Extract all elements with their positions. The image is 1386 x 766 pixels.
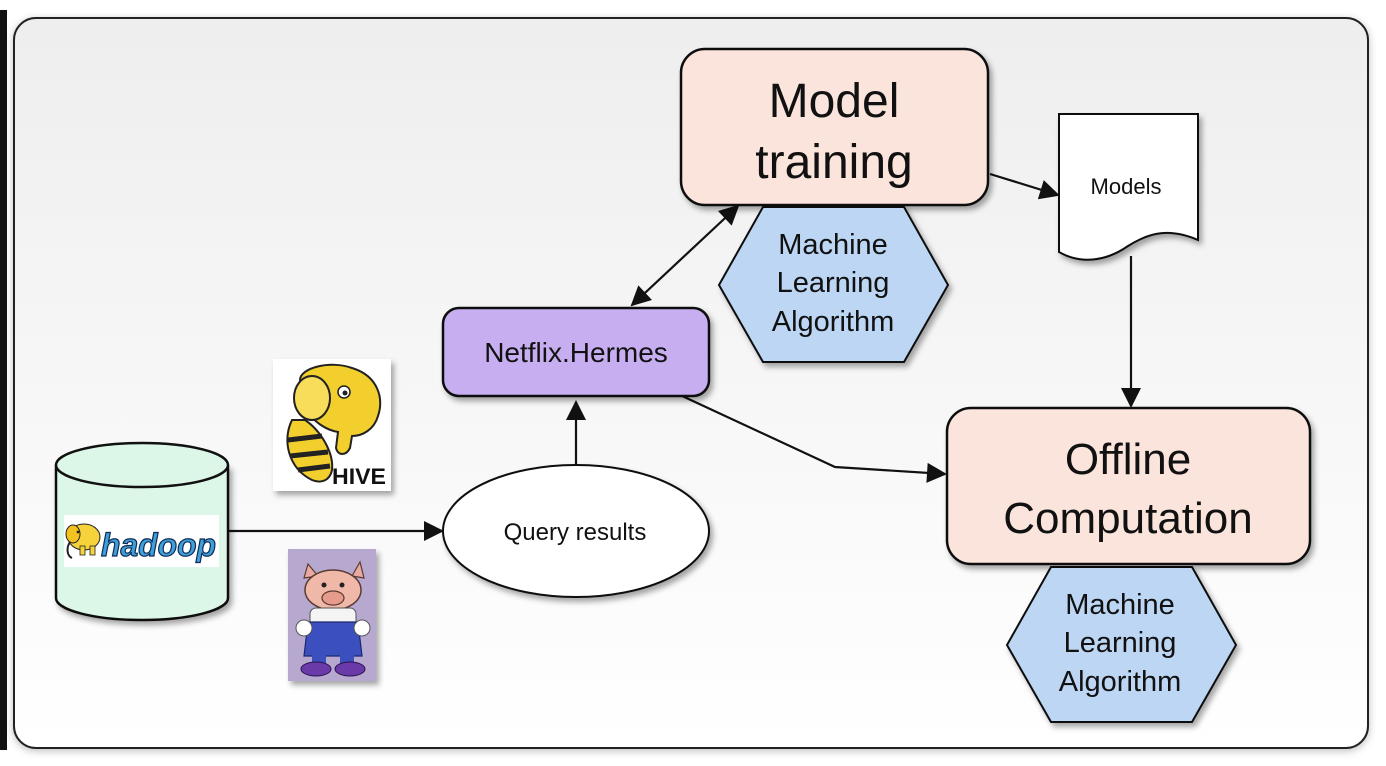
offline-line1: Offline — [1065, 435, 1191, 484]
hadoop-logo: hadoop — [64, 515, 219, 567]
hadoop-cylinder: hadoop — [54, 441, 230, 622]
ml-bottom-line1: Machine — [1065, 589, 1175, 621]
model-training-line1: Model — [769, 75, 900, 128]
ml-bottom-line2: Learning — [1064, 627, 1177, 659]
netflix-hermes-box: Netflix.Hermes — [441, 306, 711, 398]
query-results-label: Query results — [504, 519, 647, 546]
netflix-hermes-label: Netflix.Hermes — [484, 337, 668, 368]
model-training-line2: training — [755, 136, 912, 189]
connectors — [228, 172, 1141, 541]
offline-line2: Computation — [1003, 494, 1252, 543]
ml-top-line1: Machine — [778, 229, 888, 261]
arrow-hermes-to-offline — [679, 394, 947, 483]
ml-algorithm-hex-top: Machine Learning Algorithm — [717, 206, 950, 363]
ml-algorithm-hex-bottom: Machine Learning Algorithm — [1005, 566, 1238, 723]
hive-wordmark: HIVE — [332, 464, 386, 489]
ml-top-line3: Algorithm — [772, 306, 895, 338]
hive-logo: HIVE — [273, 359, 391, 491]
model-training-box: Model training — [679, 47, 990, 207]
models-label: Models — [1091, 174, 1162, 199]
arrow-model-to-models — [989, 172, 1060, 200]
ml-bottom-line3: Algorithm — [1059, 666, 1182, 698]
hadoop-wordmark: hadoop — [101, 527, 216, 563]
query-results-ellipse: Query results — [442, 464, 710, 598]
hadoop-elephant-icon — [65, 523, 101, 559]
pig-logo — [288, 549, 376, 681]
ml-top-line2: Learning — [777, 267, 890, 299]
arrow-hermes-model-bidirectional — [630, 204, 740, 307]
models-document: Models — [1058, 113, 1199, 261]
offline-computation-box: Offline Computation — [945, 406, 1312, 566]
